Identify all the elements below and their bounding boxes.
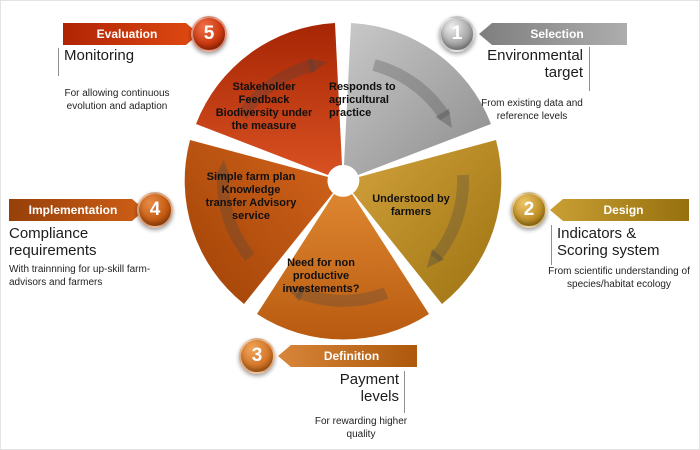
desc-evaluation: For allowing continuous evolution and ad… [64, 88, 170, 112]
step-number-2: 2 [511, 192, 547, 228]
ribbon-definition: Definition [278, 345, 417, 367]
step-number-5: 5 [191, 16, 227, 52]
title-selection: Environmental target [487, 47, 583, 82]
desc-implementation: With trainnning for up-skill farm-adviso… [9, 264, 151, 288]
wedge-2-understood [353, 140, 502, 304]
step-number-4: 4 [137, 192, 173, 228]
flow-arrow-3 [285, 286, 389, 307]
flow-arrow-5 [236, 58, 327, 120]
desc-selection: From existing data and reference levels [481, 98, 583, 122]
flow-arrow-2 [426, 174, 470, 268]
segment-label-understood: Understood by farmers [372, 193, 450, 218]
ribbon-implementation: Implementation [9, 199, 145, 221]
step-number-3: 3 [239, 338, 275, 374]
title-evaluation: Monitoring [64, 47, 135, 64]
segment-label-simple-farm-plan: Simple farm plan Knowledge transfer Advi… [205, 171, 297, 222]
segment-label-need-investments: Need for non productive investements? [282, 257, 360, 295]
divider [404, 371, 405, 413]
flow-arrow-1 [372, 59, 452, 128]
segment-label-stakeholder-feedback: Stakeholder Feedback Biodiversity under … [215, 81, 313, 132]
ribbon-evaluation: Evaluation [63, 23, 199, 45]
divider [551, 225, 552, 265]
title-definition: Payment levels [339, 371, 399, 406]
step-number-1: 1 [439, 16, 475, 52]
divider [589, 47, 590, 91]
wedge-4-simple-farm-plan [184, 140, 333, 304]
ribbon-selection: Selection [479, 23, 627, 45]
desc-design: From scientific understanding of species… [548, 266, 690, 290]
title-implementation: Compliance requirements [9, 225, 97, 260]
divider [58, 48, 59, 76]
wedge-5-stakeholder-feedback [196, 23, 342, 175]
title-design: Indicators & Scoring system [557, 225, 660, 260]
wedge-1-responds [344, 23, 491, 175]
ribbon-design: Design [550, 199, 689, 221]
segment-label-responds: Responds to agricultural practice [329, 81, 396, 119]
desc-definition: For rewarding higher quality [314, 416, 408, 440]
wedge-3-need-investments [257, 194, 429, 340]
flow-arrow-4 [214, 160, 255, 261]
